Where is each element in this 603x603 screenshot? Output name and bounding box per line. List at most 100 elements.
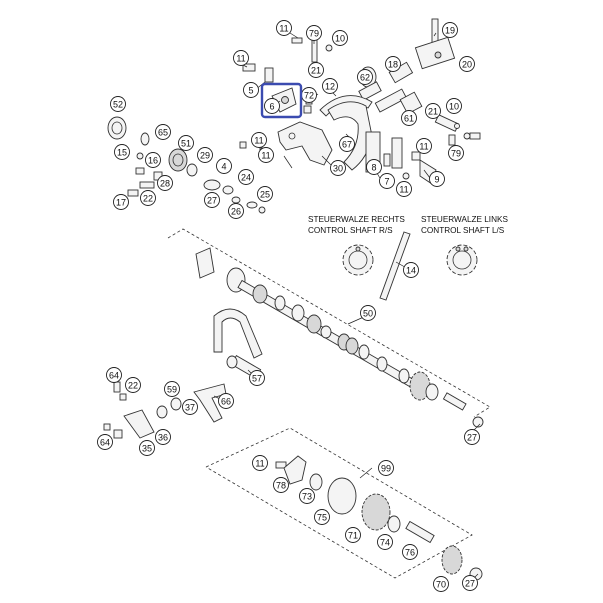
callout-circle (330, 160, 346, 176)
callout-circle (155, 429, 171, 445)
callout-circle (273, 477, 289, 493)
callout-label-18: 18 (388, 60, 398, 70)
callout-label-36: 36 (158, 433, 168, 443)
callout-circle (308, 62, 324, 78)
callout-circle (251, 132, 267, 148)
callout-circle (257, 186, 273, 202)
caption-left-de: STEUERWALZE LINKS (421, 215, 508, 224)
callout-label-7: 7 (384, 177, 389, 187)
callout-circle (204, 192, 220, 208)
callout-circle (425, 103, 441, 119)
assembly-frame-shaft (167, 228, 491, 418)
callout-circle (403, 262, 419, 278)
callout-circle (433, 576, 449, 592)
callout-circle (462, 575, 478, 591)
callout-circle (396, 181, 412, 197)
callout-circle (139, 440, 155, 456)
callout-label-16: 16 (148, 156, 158, 166)
callout-label-11: 11 (279, 24, 288, 34)
part-needle-bearing-51 (168, 148, 198, 177)
callout-label-57: 57 (252, 374, 262, 384)
callout-label-11: 11 (254, 136, 263, 146)
callout-label-79: 79 (451, 149, 461, 159)
callout-label-76: 76 (405, 548, 415, 558)
callout-circle (145, 152, 161, 168)
part-bearing-52 (107, 116, 150, 160)
part-rod-14 (379, 231, 411, 301)
callout-circle (306, 25, 322, 41)
caption-right-en: CONTROL SHAFT R/S (308, 226, 393, 235)
callout-label-27: 27 (467, 433, 477, 443)
callout-label-66: 66 (221, 397, 231, 407)
callout-label-50: 50 (363, 309, 373, 319)
callout-circle (378, 460, 394, 476)
part-lever-66 (193, 383, 227, 423)
callout-circle (446, 98, 462, 114)
callout-circle (252, 455, 268, 471)
highlight-box (260, 82, 303, 119)
callout-label-29: 29 (200, 151, 210, 161)
callout-circle (233, 50, 249, 66)
caption-right-de: STEUERWALZE RECHTS (308, 215, 405, 224)
callout-circle (140, 190, 156, 206)
callout-circle (379, 173, 395, 189)
callout-label-10: 10 (449, 102, 459, 112)
callout-circle (276, 20, 292, 36)
part-guide-left-50 (213, 308, 263, 359)
callout-circle (339, 136, 355, 152)
callout-label-10: 10 (335, 34, 345, 44)
part-pin-19 (414, 18, 456, 70)
callout-circle (110, 96, 126, 112)
callout-label-73: 73 (302, 492, 312, 502)
callout-label-25: 25 (260, 190, 270, 200)
callout-label-8: 8 (371, 163, 376, 173)
callout-label-99: 99 (381, 464, 391, 474)
callout-circle (178, 135, 194, 151)
callout-label-24: 24 (241, 173, 251, 183)
callout-label-79: 79 (309, 29, 319, 39)
callout-circle (238, 169, 254, 185)
callout-label-75: 75 (317, 513, 327, 523)
callout-circle (357, 69, 373, 85)
callout-circle (402, 544, 418, 560)
callout-label-70: 70 (436, 580, 446, 590)
callout-circle (429, 171, 445, 187)
callout-circle (114, 144, 130, 160)
part-washers-mid (203, 179, 266, 214)
callout-label-21: 21 (311, 66, 321, 76)
control-shaft-left-gear (446, 244, 478, 276)
callout-label-19: 19 (445, 26, 455, 36)
callout-circle (322, 78, 338, 94)
callout-label-64: 64 (109, 371, 119, 381)
callout-label-72: 72 (304, 91, 314, 101)
callout-label-67: 67 (342, 140, 352, 150)
callout-label-78: 78 (276, 481, 286, 491)
callout-label-15: 15 (117, 148, 127, 158)
callout-label-6: 6 (269, 102, 274, 112)
callout-label-74: 74 (380, 538, 390, 548)
callout-label-9: 9 (434, 175, 439, 185)
callout-label-17: 17 (116, 198, 126, 208)
part-guide-67 (327, 101, 373, 171)
callout-circle (360, 305, 376, 321)
caption-left-en: CONTROL SHAFT L/S (421, 226, 505, 235)
callout-circle (366, 159, 382, 175)
callout-circle (448, 145, 464, 161)
callout-circle (157, 175, 173, 191)
callout-circle (125, 377, 141, 393)
callout-label-30: 30 (333, 164, 343, 174)
callout-label-14: 14 (406, 266, 416, 276)
control-shaft-right-gear (342, 244, 374, 276)
callout-circle (314, 509, 330, 525)
callout-circle (113, 194, 129, 210)
callout-label-27: 27 (207, 196, 217, 206)
part-lower-assembly-99 (275, 455, 483, 581)
callout-circle (243, 82, 259, 98)
callout-circle (182, 399, 198, 415)
callout-circle (155, 124, 171, 140)
callout-circle (164, 381, 180, 397)
callout-label-11: 11 (236, 54, 245, 64)
